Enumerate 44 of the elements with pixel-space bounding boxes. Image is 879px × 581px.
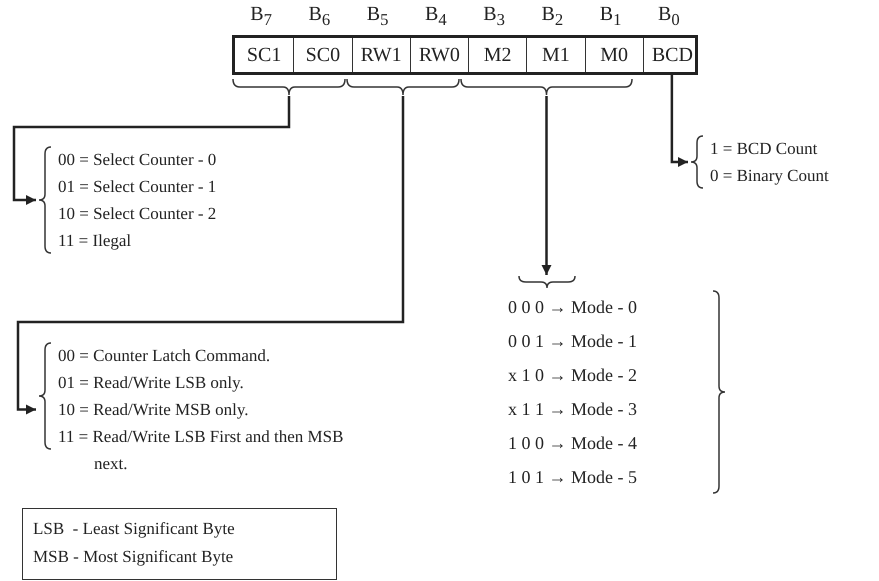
register-bit-field: RW0	[410, 38, 468, 72]
register-bit-field: M1	[526, 38, 584, 72]
register-box	[232, 35, 698, 75]
curly-brace	[346, 78, 460, 96]
bit-label: B$_{2}$	[540, 3, 564, 30]
abbreviation-text: MSB - Most Significant Byte	[33, 546, 234, 568]
curly-brace	[518, 275, 576, 289]
bit-label: B$_{6}$	[308, 3, 332, 30]
mode-table-row-text: 0 0 0 → Mode - 0	[508, 296, 638, 319]
arrow	[16, 96, 404, 414]
arrow	[12, 96, 290, 205]
option-text: 01 = Read/Write LSB only.	[58, 372, 245, 394]
bit-label: B$_{5}$	[366, 3, 390, 30]
register-bit-field: BCD	[642, 38, 701, 72]
option-text: 11 = Read/Write LSB First and then MSB next.	[58, 426, 344, 475]
option-text: 00 = Counter Latch Command.	[58, 345, 272, 367]
bit-label: B$_{4}$	[424, 3, 448, 30]
abbreviation-text: LSB - Least Significant Byte	[33, 518, 236, 540]
option-text: 01 = Select Counter - 1	[58, 176, 218, 198]
option-text: 1 = BCD Count	[710, 138, 818, 160]
register-bit-field: SC1	[235, 38, 294, 72]
mode-table-row-text: x 1 1 → Mode - 3	[508, 398, 638, 421]
option-text: 10 = Read/Write MSB only.	[58, 399, 250, 421]
bit-label: B$_{1}$	[598, 3, 622, 30]
arrow	[670, 72, 688, 167]
arrow	[542, 96, 552, 275]
register-bit-field: M2	[468, 38, 526, 72]
option-text: 11 = Ilegal	[58, 230, 132, 252]
mode-table-row-text: 0 0 1 → Mode - 1	[508, 330, 638, 353]
register-bit-field: RW1	[352, 38, 410, 72]
bit-label: B$_{3}$	[482, 3, 506, 30]
mode-table-row-text: x 1 0 → Mode - 2	[508, 364, 638, 387]
register-bit-field: SC0	[293, 38, 352, 72]
option-text: 10 = Select Counter - 2	[58, 203, 218, 225]
curly-brace	[460, 78, 633, 96]
bit-label: B$_{7}$	[249, 3, 273, 30]
option-text: 0 = Binary Count	[710, 165, 830, 187]
mode-table-row-text: 1 0 0 → Mode - 4	[508, 432, 638, 455]
option-text: 00 = Select Counter - 0	[58, 149, 218, 171]
abbreviation-box	[22, 508, 337, 580]
curly-brace	[232, 78, 346, 96]
bit-label: B$_{0}$	[657, 3, 681, 30]
mode-table-row-text: 1 0 1 → Mode - 5	[508, 466, 638, 489]
register-bit-field: M0	[584, 38, 643, 72]
